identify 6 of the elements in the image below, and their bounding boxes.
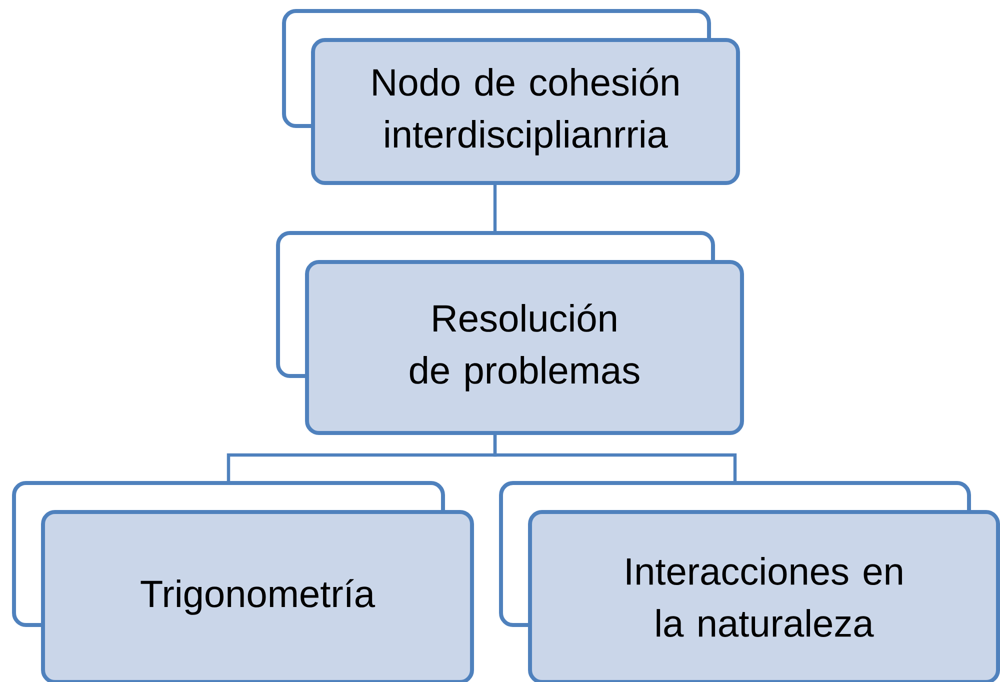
hierarchy-box: Resolución de problemas	[276, 231, 744, 435]
hierarchy-box: Interacciones en la naturaleza	[499, 481, 1000, 682]
connector-line	[493, 433, 737, 483]
hierarchy-box: Trigonometría	[12, 481, 474, 682]
hierarchy-box: Nodo de cohesión interdisciplianrria	[282, 9, 740, 185]
connector-line	[493, 183, 497, 233]
